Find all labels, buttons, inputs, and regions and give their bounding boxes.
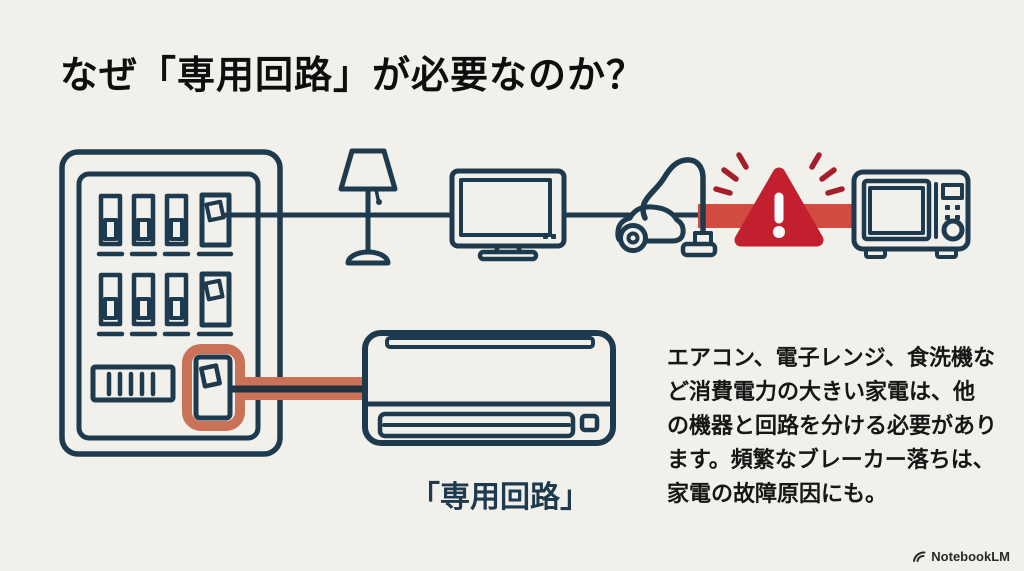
lamp-icon <box>338 148 398 266</box>
page-title: なぜ「専用回路」が必要なのか？ <box>60 55 646 97</box>
notebooklm-logo-icon <box>913 551 926 562</box>
microwave-icon <box>851 169 971 259</box>
branding-label: NotebookLM <box>931 549 1010 564</box>
info-text-line: ど消費電力の大きい家電は、他 <box>667 379 976 404</box>
info-text-line: 家電の故障原因にも。 <box>667 481 888 506</box>
air-conditioner-icon <box>362 330 616 446</box>
info-text-line: の機器と回路を分ける必要があり <box>667 413 998 438</box>
info-text-line: ます。頻繁なブレーカー落ちは、 <box>667 447 995 472</box>
tv-icon <box>449 168 567 262</box>
info-text-line: エアコン、電子レンジ、食洗機な <box>667 345 996 370</box>
breaker-panel-icon <box>59 149 283 457</box>
dedicated-circuit-highlight <box>182 344 376 431</box>
info-text: エアコン、電子レンジ、食洗機な ど消費電力の大きい家電は、他 の機器と回路を分け… <box>667 341 997 511</box>
warning-icon <box>713 152 845 247</box>
vacuum-icon <box>615 157 718 258</box>
branding-footer: NotebookLM <box>912 549 1010 564</box>
dedicated-circuit-label: 「専用回路」 <box>410 481 590 514</box>
